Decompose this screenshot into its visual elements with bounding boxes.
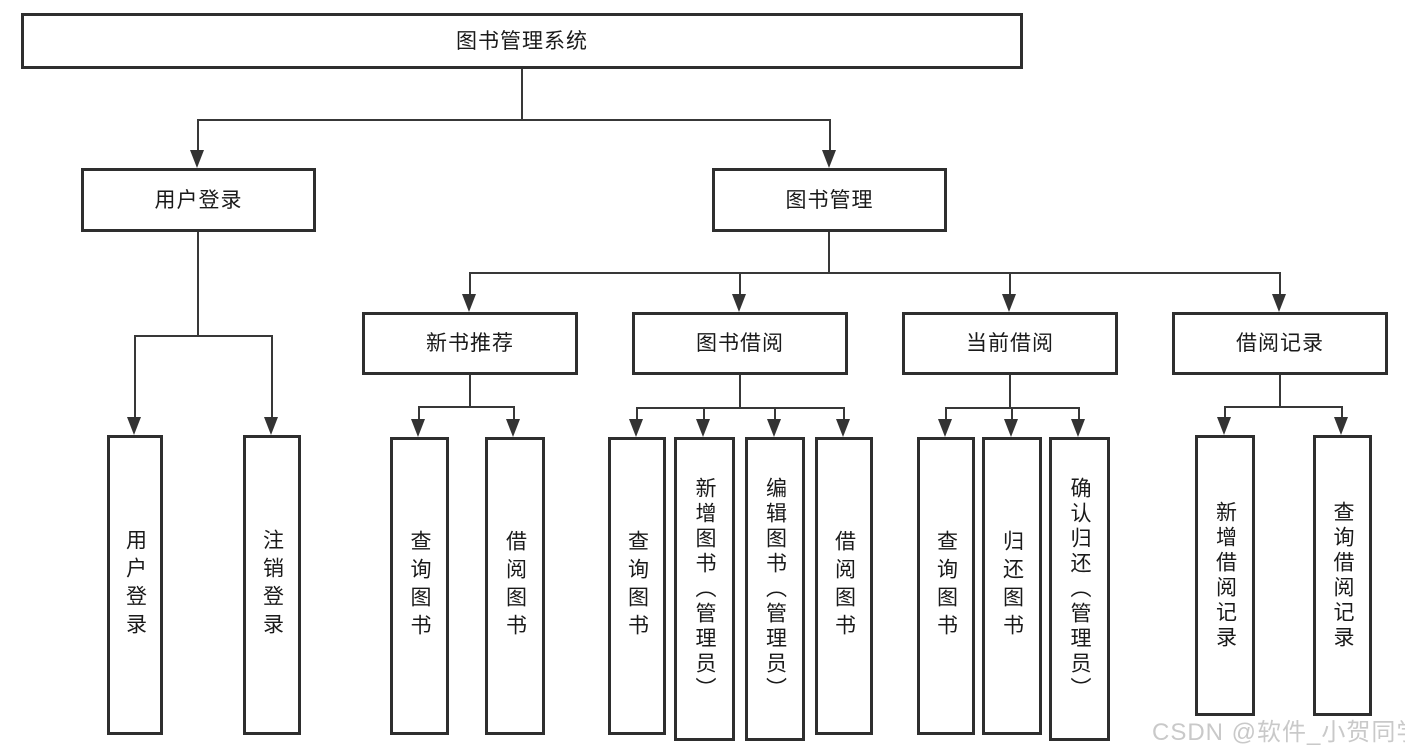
arrowhead-down xyxy=(1272,294,1286,312)
node-book-management: 图书管理 xyxy=(712,168,947,232)
connector-line xyxy=(197,232,199,335)
connector-line xyxy=(1009,375,1011,407)
arrowhead-down xyxy=(411,419,425,437)
connector-line xyxy=(513,406,515,419)
arrowhead-down xyxy=(127,417,141,435)
connector-line xyxy=(469,375,471,406)
arrowhead-down xyxy=(190,150,204,168)
node-leaf-edit-books-admin: 编辑图书（管理员） xyxy=(745,437,805,741)
node-user-login: 用户登录 xyxy=(81,168,316,232)
arrowhead-down xyxy=(1217,417,1231,435)
node-leaf-query-books-2: 查询图书 xyxy=(608,437,666,735)
node-leaf-user-login: 用户登录 xyxy=(107,435,163,735)
connector-line xyxy=(739,272,741,294)
node-borrowing-records: 借阅记录 xyxy=(1172,312,1388,375)
connector-line xyxy=(197,119,831,121)
node-library-management-system: 图书管理系统 xyxy=(21,13,1023,69)
node-leaf-borrow-books-1: 借阅图书 xyxy=(485,437,545,735)
node-leaf-query-books-1: 查询图书 xyxy=(390,437,449,735)
connector-line xyxy=(1279,272,1281,294)
connector-line xyxy=(418,406,515,408)
arrowhead-down xyxy=(506,419,520,437)
arrowhead-down xyxy=(1071,419,1085,437)
connector-line xyxy=(271,335,273,417)
arrowhead-down xyxy=(264,417,278,435)
node-leaf-borrow-books-2: 借阅图书 xyxy=(815,437,873,735)
arrowhead-down xyxy=(462,294,476,312)
node-leaf-confirm-return-admin: 确认归还（管理员） xyxy=(1049,437,1110,741)
connector-line xyxy=(1009,272,1011,294)
node-leaf-query-borrow-record: 查询借阅记录 xyxy=(1313,435,1372,716)
node-leaf-add-books-admin: 新增图书（管理员） xyxy=(674,437,735,741)
connector-line xyxy=(134,335,136,417)
node-new-book-recommendation: 新书推荐 xyxy=(362,312,578,375)
node-leaf-add-borrow-record: 新增借阅记录 xyxy=(1195,435,1255,716)
connector-line xyxy=(469,272,471,294)
connector-line xyxy=(521,69,523,119)
arrowhead-down xyxy=(822,150,836,168)
arrowhead-down xyxy=(836,419,850,437)
arrowhead-down xyxy=(732,294,746,312)
connector-line xyxy=(1224,406,1226,417)
connector-line xyxy=(829,119,831,150)
arrowhead-down xyxy=(696,419,710,437)
connector-line xyxy=(945,407,947,419)
connector-line xyxy=(703,407,705,419)
watermark: CSDN @软件_小贺同学 xyxy=(1152,719,1405,746)
connector-line xyxy=(418,406,420,419)
connector-line xyxy=(828,232,830,272)
connector-line xyxy=(774,407,776,419)
node-leaf-query-books-3: 查询图书 xyxy=(917,437,975,735)
arrowhead-down xyxy=(938,419,952,437)
node-current-borrowing: 当前借阅 xyxy=(902,312,1118,375)
connector-line xyxy=(134,335,273,337)
arrowhead-down xyxy=(1004,419,1018,437)
arrowhead-down xyxy=(1334,417,1348,435)
connector-line xyxy=(1224,406,1343,408)
connector-line xyxy=(843,407,845,419)
arrowhead-down xyxy=(767,419,781,437)
connector-line xyxy=(636,407,638,419)
node-leaf-logout: 注销登录 xyxy=(243,435,301,735)
connector-line xyxy=(636,407,844,409)
connector-line xyxy=(1279,375,1281,406)
connector-line xyxy=(1078,407,1080,419)
connector-line xyxy=(739,375,741,407)
arrowhead-down xyxy=(629,419,643,437)
node-leaf-return-books: 归还图书 xyxy=(982,437,1042,735)
connector-line xyxy=(469,272,1281,274)
connector-line xyxy=(1341,406,1343,417)
arrowhead-down xyxy=(1002,294,1016,312)
connector-line xyxy=(197,119,199,150)
connector-line xyxy=(1011,407,1013,419)
node-book-borrowing: 图书借阅 xyxy=(632,312,848,375)
